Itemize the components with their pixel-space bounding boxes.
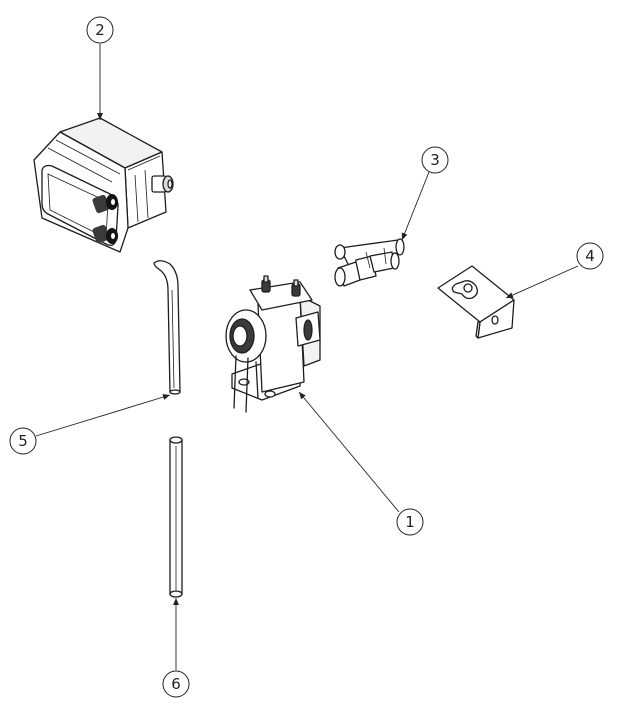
part-3-tee-fitting bbox=[334, 238, 405, 287]
part-4-bracket bbox=[437, 265, 515, 339]
leader-lines bbox=[35, 44, 579, 670]
leader-4 bbox=[505, 265, 579, 299]
balloon-6-label: 6 bbox=[171, 675, 181, 693]
balloon-2-label: 2 bbox=[95, 21, 105, 39]
cable-gland-upper bbox=[92, 194, 118, 214]
part-1-pump bbox=[225, 275, 321, 413]
balloon-5-label: 5 bbox=[18, 432, 28, 450]
balloon-3-label: 3 bbox=[430, 151, 440, 169]
leader-1 bbox=[298, 391, 400, 513]
balloon-6: 6 bbox=[162, 670, 190, 698]
balloon-5: 5 bbox=[9, 427, 37, 455]
balloon-2: 2 bbox=[86, 16, 114, 44]
balloon-3: 3 bbox=[421, 146, 449, 174]
balloon-1: 1 bbox=[396, 508, 424, 536]
part-5-bent-tube bbox=[153, 260, 181, 395]
cable-gland-side bbox=[151, 175, 174, 193]
leader-3 bbox=[401, 171, 430, 241]
cable-gland-lower bbox=[92, 224, 118, 244]
balloon-1-label: 1 bbox=[405, 513, 415, 531]
leader-5 bbox=[35, 394, 171, 437]
balloon-4: 4 bbox=[576, 242, 604, 270]
part-6-straight-tube bbox=[169, 436, 183, 598]
balloon-4-label: 4 bbox=[585, 247, 595, 265]
part-2-control-box bbox=[33, 117, 174, 253]
